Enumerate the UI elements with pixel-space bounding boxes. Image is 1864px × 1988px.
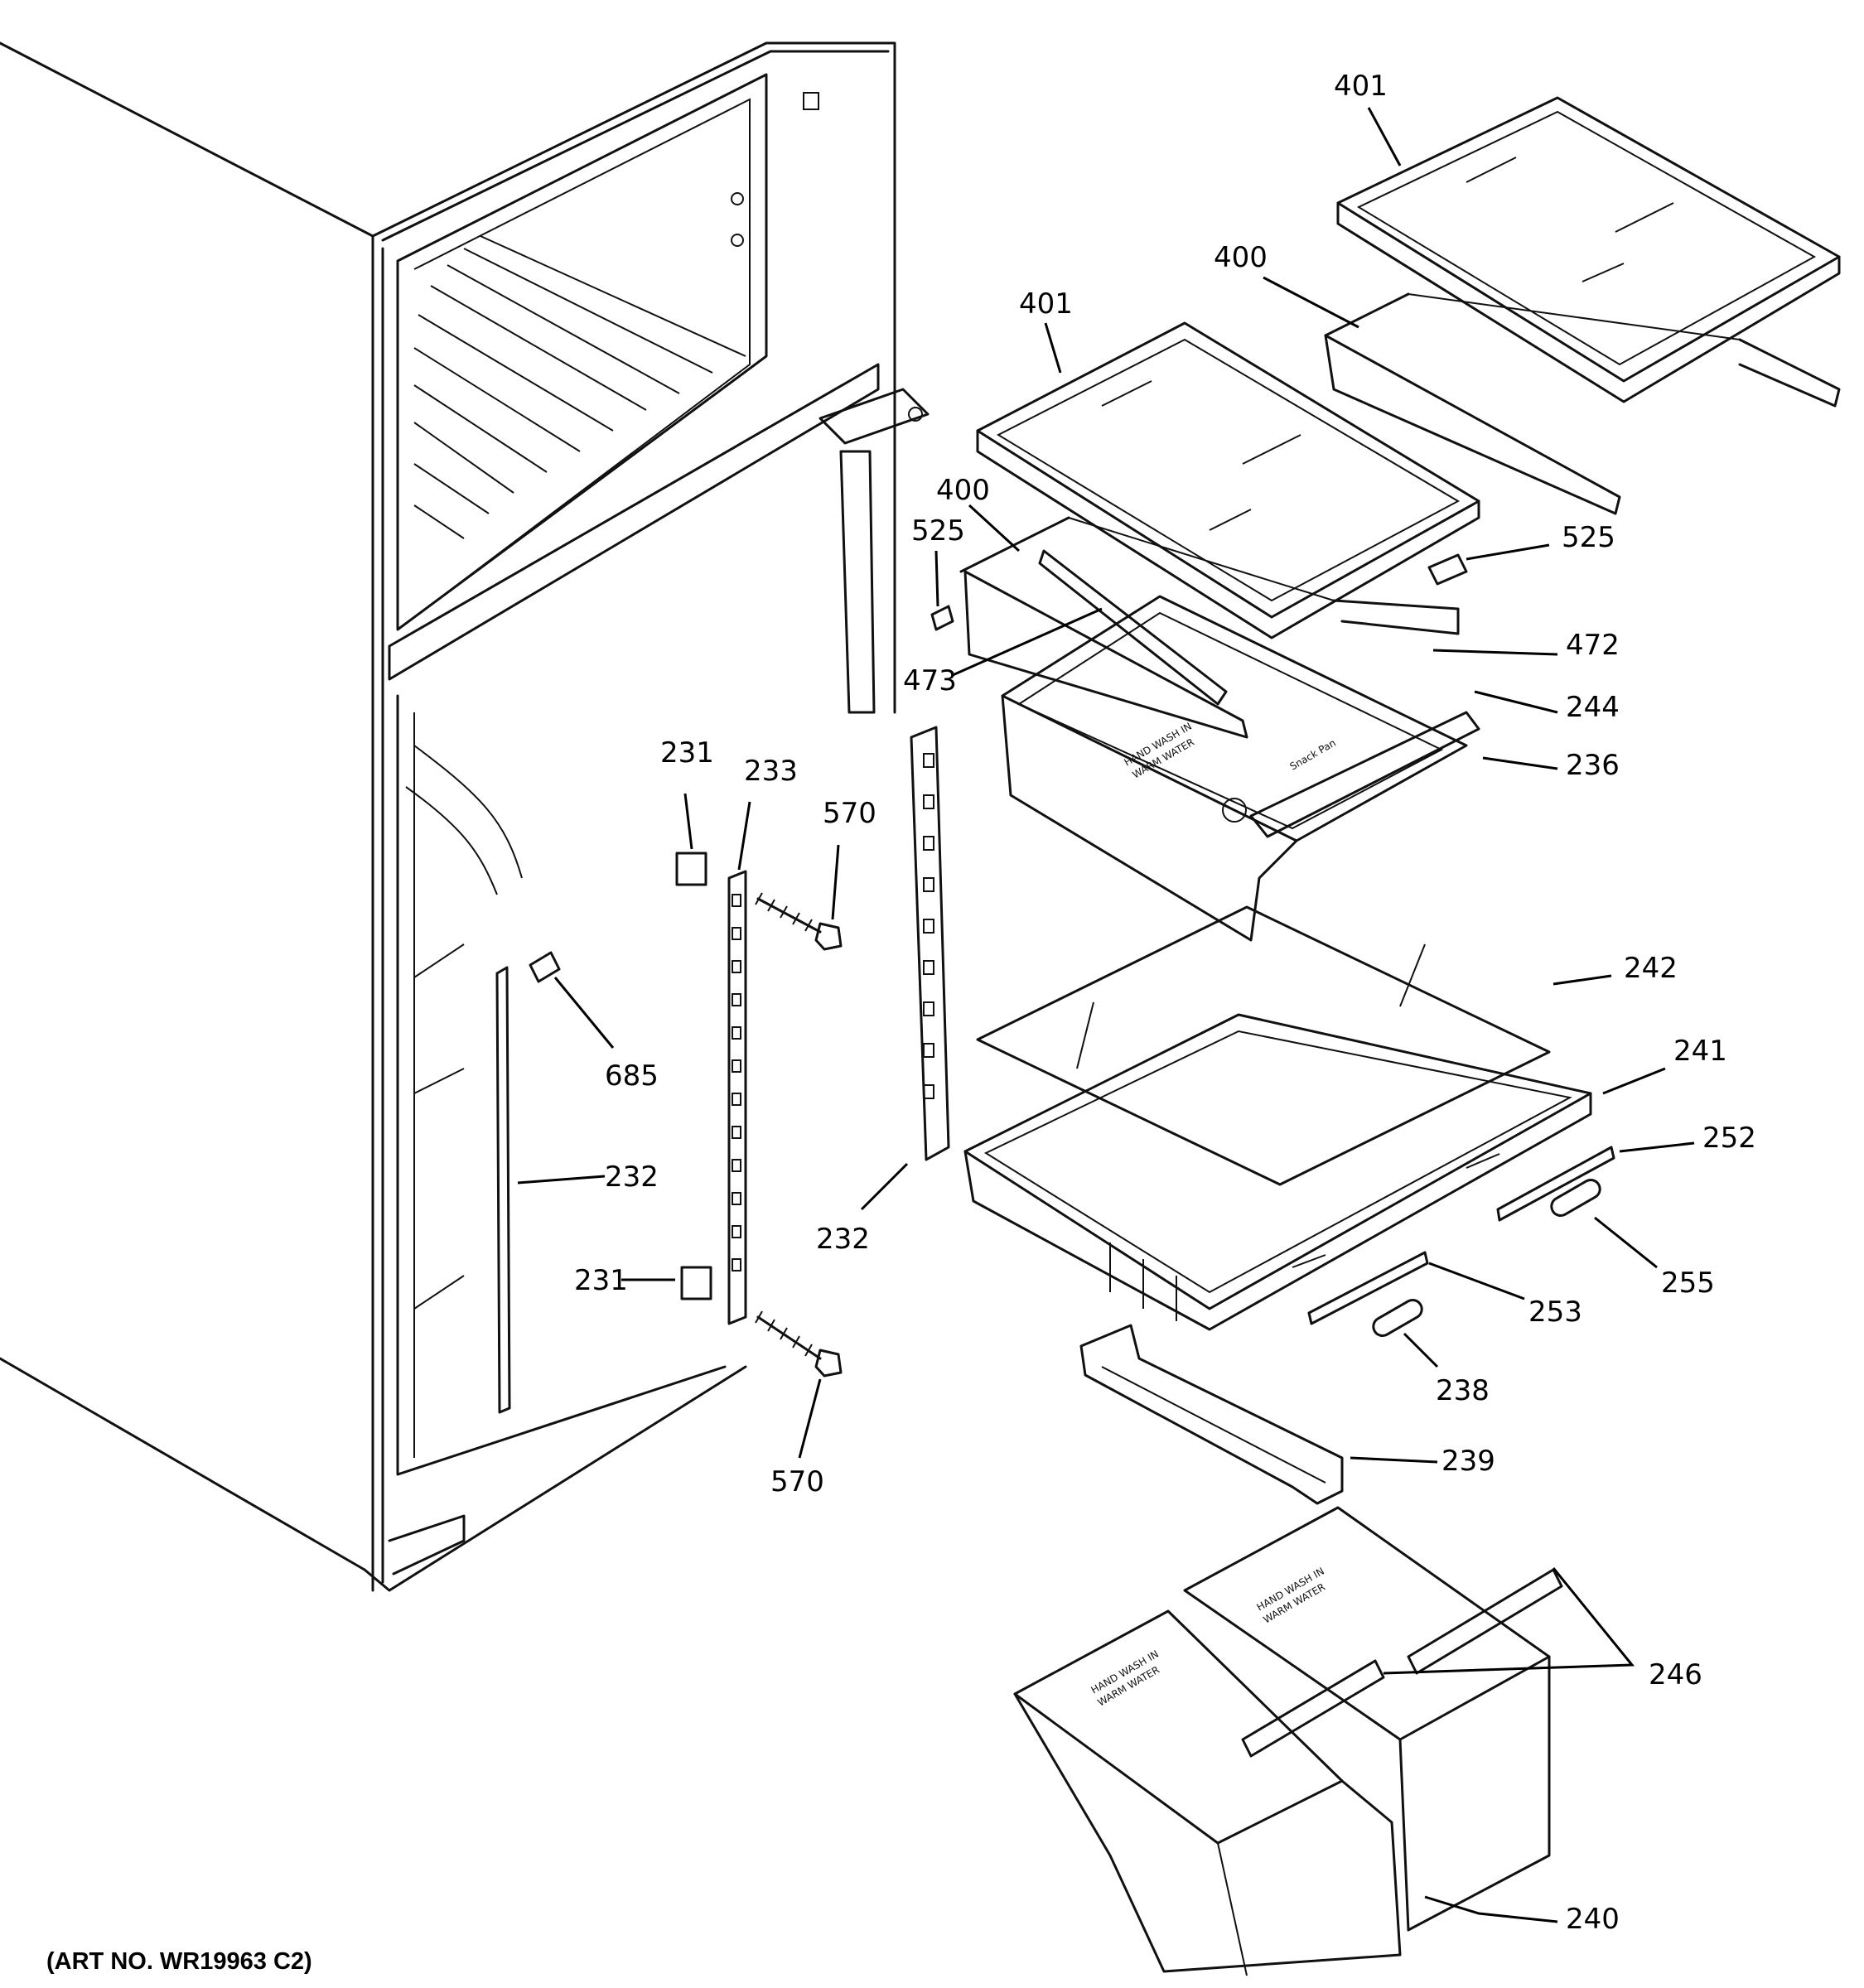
- glass-shelf-401-upper: [1336, 96, 1841, 403]
- rail-cap-231-bottom: [680, 1266, 712, 1300]
- screw-525-left: [930, 605, 954, 631]
- crisper-drawer-240-right: HAND WASH IN WARM WATER: [1183, 1506, 1551, 1932]
- screw-525-right: [1427, 553, 1468, 586]
- slide-252: [1496, 1146, 1615, 1222]
- callout-570-top: 570: [823, 797, 876, 830]
- callout-401-lower: 401: [1019, 287, 1073, 321]
- callout-238: 238: [1436, 1374, 1490, 1407]
- callout-239: 239: [1441, 1445, 1495, 1478]
- shelf-support-rail-233: [727, 870, 747, 1325]
- callout-231-top: 231: [660, 736, 714, 770]
- crisper-handle-246-a: [1241, 1659, 1385, 1758]
- refrigerator-cabinet: [0, 41, 930, 1592]
- crisper-handle-246-b: [1407, 1568, 1563, 1675]
- callout-473: 473: [903, 664, 957, 697]
- shelf-bracket-400-lower: [959, 516, 1460, 739]
- shelf-bracket-400-upper: [1324, 292, 1841, 515]
- shelf-rail-473: [1038, 549, 1228, 706]
- callout-240: 240: [1566, 1903, 1620, 1936]
- callout-570-bottom: 570: [770, 1465, 824, 1498]
- callout-241: 241: [1673, 1035, 1727, 1068]
- shelf-ladder-rail-232-right: [910, 726, 950, 1161]
- callout-232-right: 232: [816, 1223, 870, 1256]
- art-number: (ART NO. WR19963 C2): [46, 1948, 312, 1975]
- snack-pan-text: Snack Pan: [1288, 737, 1338, 773]
- slide-253: [1307, 1251, 1429, 1325]
- callout-231-bottom: 231: [574, 1264, 628, 1297]
- screw-685: [529, 951, 561, 983]
- drawer-slide-239: [1079, 1324, 1344, 1505]
- callout-232-left: 232: [605, 1160, 659, 1194]
- callout-255: 255: [1661, 1267, 1715, 1300]
- callout-253: 253: [1528, 1296, 1582, 1329]
- shelf-ladder-rail-left: [495, 966, 511, 1414]
- screw-570-top: [755, 892, 843, 951]
- callout-242: 242: [1624, 952, 1678, 985]
- crisper-drawer-240-left: HAND WASH IN WARM WATER: [1013, 1609, 1402, 1976]
- crisper-cover-glass-242: [976, 905, 1551, 1186]
- callout-246: 246: [1649, 1658, 1702, 1691]
- callout-472: 472: [1566, 629, 1620, 662]
- crisper-cover-frame-241: [963, 1013, 1592, 1331]
- callout-labels: 401 400 401 400 525 525 472 473 244 236 …: [574, 70, 1756, 1936]
- callout-244: 244: [1566, 691, 1620, 724]
- callout-400-upper: 400: [1214, 241, 1268, 274]
- callout-400-lower: 400: [936, 474, 990, 507]
- snack-pan-236: Snack Pan HAND WASH IN WARM WATER: [1001, 595, 1468, 942]
- rail-cap-231-top: [675, 852, 707, 886]
- roller-238: [1372, 1299, 1423, 1337]
- roller-255: [1550, 1179, 1601, 1217]
- glass-shelf-401-lower: [976, 321, 1480, 639]
- screw-570-bottom: [755, 1310, 843, 1378]
- callout-252: 252: [1702, 1122, 1756, 1155]
- callout-525-left: 525: [911, 514, 965, 548]
- callout-401-upper: 401: [1334, 70, 1388, 103]
- callout-525-right: 525: [1562, 521, 1615, 554]
- callout-685: 685: [605, 1059, 659, 1093]
- callout-236: 236: [1566, 749, 1620, 782]
- callout-233: 233: [744, 755, 798, 788]
- snack-pan-cover-244: [1249, 711, 1480, 838]
- leader-lines: [517, 107, 1695, 1923]
